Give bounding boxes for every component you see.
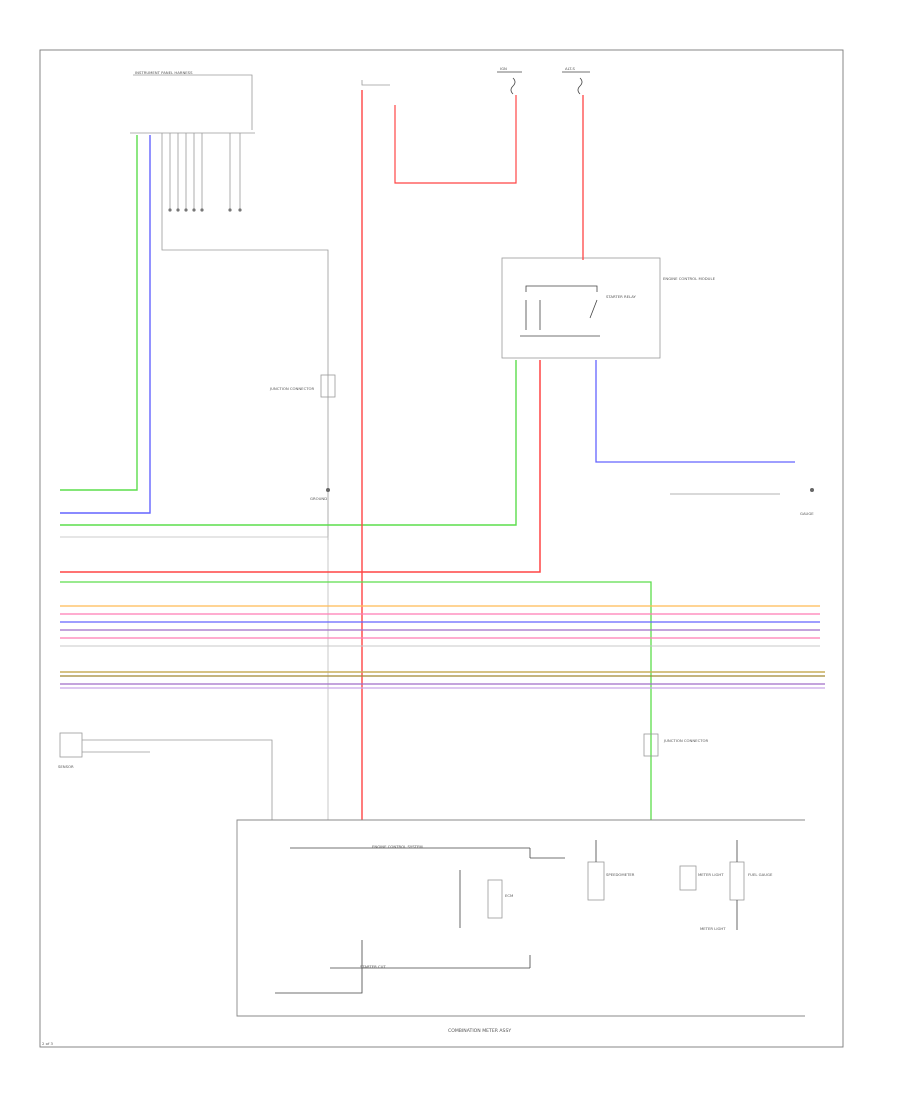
junction-connector-left-label: JUNCTION CONNECTOR [269,386,315,391]
starter-relay-label: STARTER RELAY [606,294,636,299]
red-wire-loop [394,95,517,184]
junction-connector-left: JUNCTION CONNECTOR GROUND [269,374,336,501]
wire-top-left-stub [361,80,390,86]
engine-module-label: ENGINE CONTROL MODULE [663,276,716,281]
starter-cut-label: STARTER CUT [360,964,386,969]
fuel-gauge-label: FUEL GAUGE [748,872,773,877]
top-connector-pins [161,133,242,212]
green-wire-right [60,581,652,820]
blue-wire-right [595,360,795,463]
combination-meter-box: ENGINE CONTROL SYSTEM ECM STARTER CUT SP… [236,819,805,1017]
right-connector: GAUGE [670,488,814,516]
sensor-label: SENSOR [58,764,74,769]
fuse-left-label: IGN [500,66,507,71]
page-number: 2 of 3 [42,1041,53,1046]
meter-light-label-2: METER LIGHT [700,926,726,931]
ecm-label: ECM [505,893,513,898]
grey-wire-down [60,536,329,820]
left-sensor-block: SENSOR [58,732,273,820]
gauge-label: GAUGE [800,511,814,516]
green-wire-to-module [60,360,517,526]
fuse-right-symbol [577,77,583,95]
fuse-right-label: ALT-S [565,66,576,71]
green-wire-left [60,135,138,491]
diagram-frame [39,49,844,1048]
top-connector-block: INSTRUMENT PANEL HARNESS [130,70,329,540]
junction-connector-right: JUNCTION CONNECTOR [643,733,709,757]
engine-module-box: ENGINE CONTROL MODULE STARTER RELAY [501,257,716,359]
blue-wire-left [60,135,151,514]
combination-meter-label: COMBINATION METER ASSY [448,1028,511,1034]
engine-control-system-label: ENGINE CONTROL SYSTEM [372,844,423,849]
ground-label: GROUND [310,496,327,501]
top-connector-label: INSTRUMENT PANEL HARNESS [135,70,193,75]
fuse-group: IGN ALT-S [361,66,590,95]
grey-wire-from-top [161,210,329,540]
top-connector-bracket [133,74,253,130]
fuse-left-symbol [510,77,516,95]
bus-lines [60,605,825,689]
red-wire-horizontal [60,360,541,573]
speedometer-label: SPEEDOMETER [606,872,635,877]
meter-light-label: METER LIGHT [698,872,724,877]
junction-connector-right-label: JUNCTION CONNECTOR [663,738,709,743]
